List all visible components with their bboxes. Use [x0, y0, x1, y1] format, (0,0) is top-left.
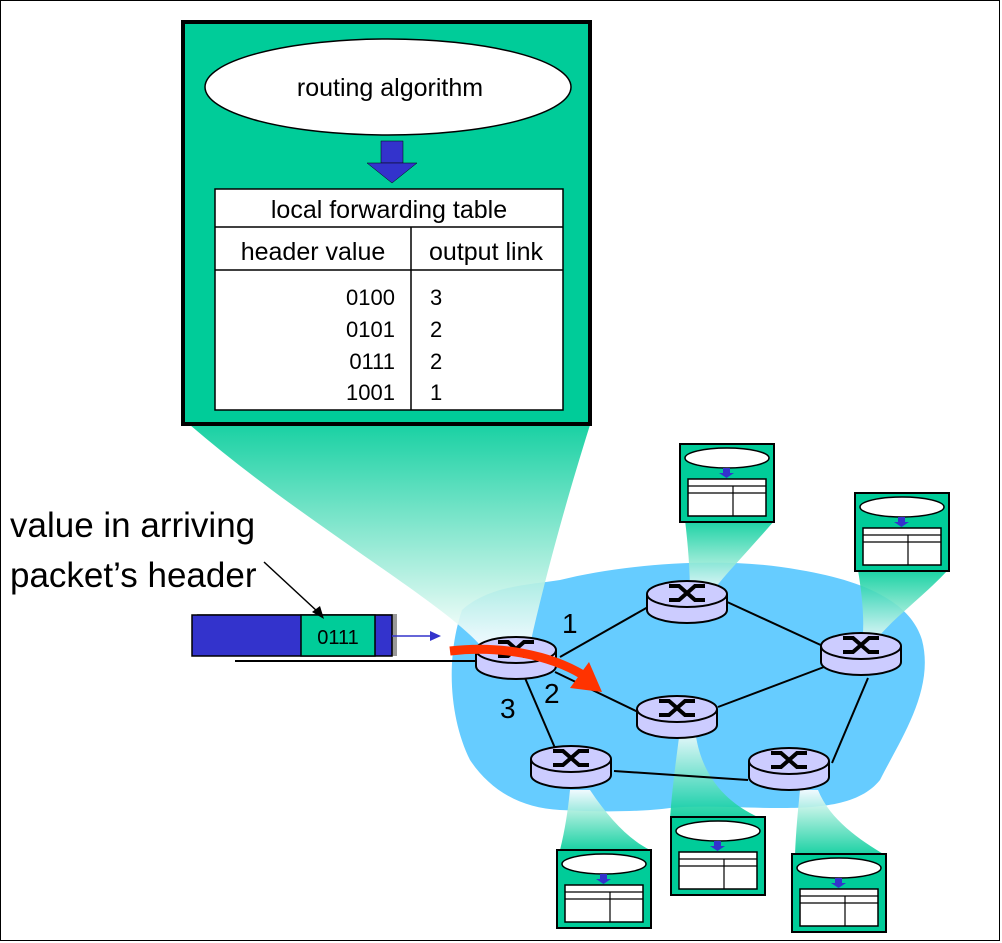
column-output-link: output link [429, 238, 543, 266]
main-box-projection [190, 425, 590, 645]
table-row-output-link: 1 [430, 380, 442, 405]
forwarding-arrow-head [570, 662, 602, 692]
table-row-output-link: 2 [430, 349, 442, 374]
links [235, 600, 869, 781]
routing-algorithm-ellipse[interactable] [204, 38, 572, 136]
router-right[interactable] [819, 631, 903, 677]
projection-bottom-right [795, 790, 885, 855]
link-label-2: 2 [544, 678, 560, 709]
link-label-1: 1 [562, 608, 578, 639]
router-center[interactable] [635, 694, 719, 740]
table-row-header-value: 0100 [346, 285, 395, 310]
table-row-header-value: 1001 [346, 380, 395, 405]
link-label-3: 3 [500, 693, 516, 724]
projection-top [685, 520, 775, 595]
annotation-line-2: packet’s header [10, 556, 257, 595]
projection-bottom-left [560, 790, 650, 850]
routing-algorithm-label: routing algorithm [297, 74, 483, 102]
packet-header [300, 614, 376, 657]
router-bottom-left[interactable] [529, 744, 613, 790]
table-row-output-link: 3 [430, 285, 442, 310]
table-row-header-value: 0101 [346, 317, 395, 342]
table-row-header-value: 0111 [349, 349, 395, 374]
projection-bottom-mid [670, 730, 760, 818]
router-top[interactable] [645, 579, 729, 625]
table-title: local forwarding table [271, 196, 507, 224]
mini-router-box-bottom-mid [670, 816, 766, 896]
table-row-output-link: 2 [430, 317, 442, 342]
down-arrow-icon [366, 140, 418, 184]
projection-right [858, 570, 948, 645]
router-bottom-right[interactable] [747, 746, 831, 792]
annotation-line-1: value in arriving [10, 506, 255, 545]
packet[interactable] [191, 614, 397, 657]
mini-router-box-bottom-left [556, 849, 652, 929]
mini-router-box-top [679, 443, 775, 523]
packet-direction-arrow [392, 631, 441, 641]
packet-header-value: 0111 [317, 627, 359, 649]
mini-router-box-bottom-right [791, 853, 887, 933]
column-header-value: header value [241, 238, 386, 266]
mini-router-box-right [854, 492, 950, 572]
forwarding-arrow [449, 644, 586, 679]
forwarding-table [214, 188, 564, 411]
annotation-pointer [263, 561, 324, 619]
